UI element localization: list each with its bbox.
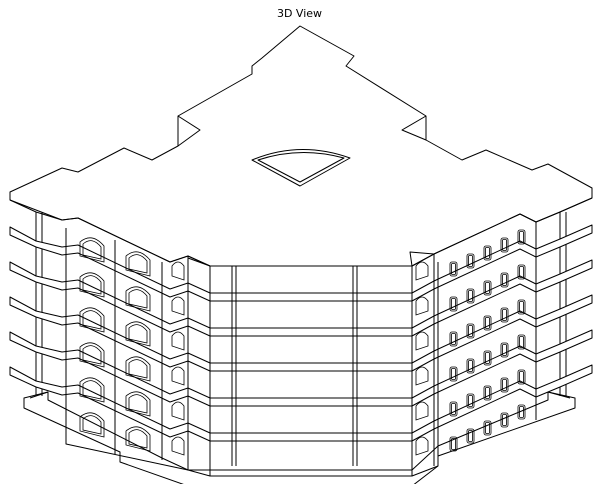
slot-window <box>449 331 458 347</box>
central-curtain-wall <box>187 253 439 477</box>
slot-window <box>483 385 492 401</box>
slot-window <box>466 288 475 304</box>
slot-window <box>466 323 475 339</box>
arched-window <box>171 436 185 456</box>
slot-window <box>517 369 526 385</box>
arched-window <box>415 366 429 386</box>
arched-window <box>79 412 105 438</box>
slot-window <box>500 342 509 358</box>
slot-window <box>483 245 492 261</box>
arched-window <box>415 401 429 421</box>
slot-window <box>483 350 492 366</box>
slot-window <box>517 334 526 350</box>
slot-window <box>517 264 526 280</box>
slot-window <box>449 366 458 382</box>
arched-window <box>171 401 185 421</box>
slot-window <box>500 272 509 288</box>
slot-window <box>500 237 509 253</box>
arched-window <box>125 321 151 347</box>
arched-window <box>171 296 185 316</box>
slot-window <box>449 436 458 452</box>
floor-slab <box>9 294 593 372</box>
slot-window <box>517 404 526 420</box>
arched-window <box>79 272 105 298</box>
arched-window <box>79 342 105 368</box>
arched-window <box>171 261 185 281</box>
arched-window <box>125 426 151 452</box>
arched-window <box>79 377 105 403</box>
roof-slab <box>9 25 593 267</box>
left-wing-facade <box>65 228 189 471</box>
slot-window <box>449 261 458 277</box>
arched-window <box>171 331 185 351</box>
slot-window <box>500 377 509 393</box>
arched-window <box>415 436 429 456</box>
arched-window <box>415 261 429 281</box>
arched-window <box>125 286 151 312</box>
arched-window <box>125 391 151 417</box>
right-wing-facade <box>433 220 537 466</box>
slot-window <box>483 420 492 436</box>
floor-slab <box>9 224 593 302</box>
arched-window <box>79 237 105 263</box>
arched-window <box>79 307 105 333</box>
slot-window <box>449 296 458 312</box>
floor-slabs <box>9 224 593 442</box>
slot-window <box>466 393 475 409</box>
arched-window <box>125 251 151 277</box>
floor-slab <box>9 329 593 407</box>
slot-window <box>517 229 526 245</box>
slot-window <box>466 428 475 444</box>
floor-slab <box>9 364 593 442</box>
slot-window <box>466 358 475 374</box>
slot-window <box>500 307 509 323</box>
slot-window <box>483 280 492 296</box>
slot-window <box>483 315 492 331</box>
arched-window <box>125 356 151 382</box>
slot-window <box>500 412 509 428</box>
arched-window <box>415 296 429 316</box>
arched-window <box>171 366 185 386</box>
slot-window <box>517 299 526 315</box>
arched-window <box>415 331 429 351</box>
slot-window <box>449 401 458 417</box>
roof-skylight <box>251 148 351 187</box>
view-title: 3D View <box>276 7 323 20</box>
slot-window <box>466 253 475 269</box>
floor-slab <box>9 259 593 337</box>
window-array <box>79 229 526 456</box>
